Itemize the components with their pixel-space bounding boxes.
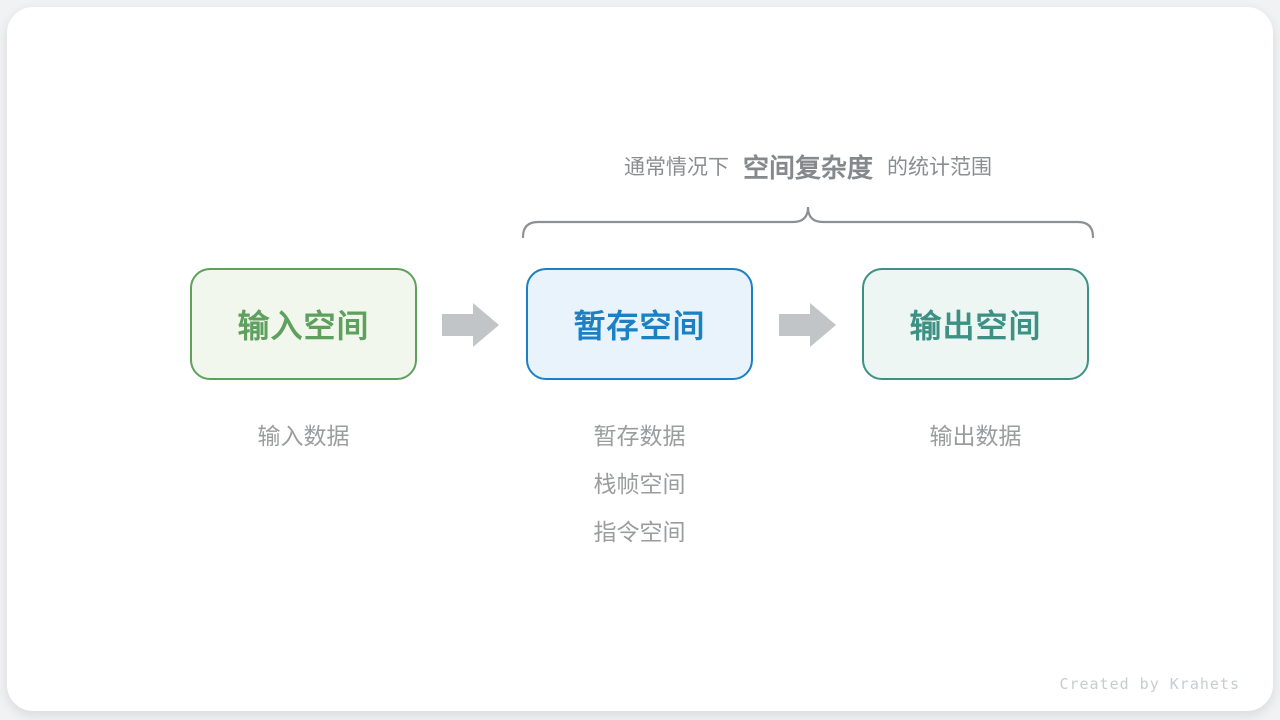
sublabel: 输入数据 [257, 423, 350, 449]
temporary-space-sublabels: 暂存数据 栈帧空间 指令空间 [526, 412, 753, 556]
scope-brace [515, 200, 1101, 240]
sublabel: 指令空间 [593, 519, 686, 545]
output-space-box: 输出空间 [862, 268, 1089, 380]
output-space-label: 输出空间 [909, 308, 1042, 344]
input-space-box: 输入空间 [190, 268, 417, 380]
temporary-space-label: 暂存空间 [573, 308, 706, 344]
right-arrow-icon [442, 303, 499, 347]
annotation-prefix: 通常情况下 [623, 156, 729, 179]
temporary-space-box: 暂存空间 [526, 268, 753, 380]
watermark: Created by Krahets [1059, 675, 1240, 693]
right-arrow-icon [779, 303, 836, 347]
brace-icon [521, 206, 1095, 239]
output-space-sublabels: 输出数据 [862, 412, 1089, 460]
annotation-suffix: 的统计范围 [887, 156, 992, 179]
sublabel: 栈帧空间 [593, 471, 686, 497]
annotation-highlight: 空间复杂度 [742, 152, 873, 183]
input-space-sublabels: 输入数据 [190, 412, 417, 460]
sublabel: 暂存数据 [593, 423, 686, 449]
scope-annotation: 通常情况下 空间复杂度 的统计范围 [515, 146, 1101, 186]
input-space-label: 输入空间 [237, 308, 370, 344]
sublabel: 输出数据 [929, 423, 1022, 449]
